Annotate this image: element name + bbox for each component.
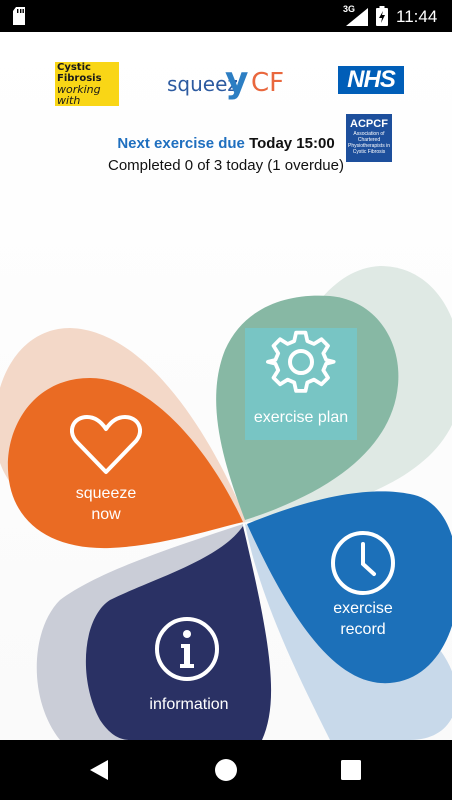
exercise-record-label-line2: record (340, 621, 386, 638)
squeeze-now-button[interactable]: squeeze now (56, 483, 156, 525)
heart-icon (70, 415, 142, 474)
battery-icon (376, 6, 388, 26)
network-type-label: 3G (343, 4, 356, 14)
sd-card-icon (13, 7, 25, 25)
home-icon[interactable] (214, 758, 238, 782)
exercise-record-button[interactable]: exercise record (318, 598, 408, 640)
squeeze-now-label-line1: squeeze (75, 485, 137, 502)
cystic-fibrosis-working-with-logo: Cystic Fibrosis working with (55, 62, 119, 106)
navigation-bar (0, 740, 452, 800)
signal-icon (346, 8, 368, 26)
exercise-record-label-line1: exercise (333, 600, 393, 617)
back-icon[interactable] (88, 759, 110, 781)
squeeze-now-petal[interactable] (7, 378, 243, 549)
gear-icon (266, 330, 336, 393)
status-time: 11:44 (396, 7, 438, 26)
status-bar: 3G 11:44 (0, 0, 452, 32)
recents-icon[interactable] (341, 760, 361, 780)
acpcf-logo: ACPCF Association of Chartered Physiothe… (346, 114, 392, 162)
exercise-plan-button[interactable]: exercise plan (253, 409, 349, 426)
information-petal[interactable] (85, 526, 272, 740)
info-icon (155, 617, 219, 681)
squeezy-cf-logo: squeez y CF (167, 60, 285, 101)
squeeze-now-label-line2: now (91, 506, 121, 523)
next-exercise-time: Today 15:00 (249, 135, 335, 152)
completed-status: Completed 0 of 3 today (1 overdue) (108, 157, 344, 174)
information-button[interactable]: information (149, 696, 229, 713)
clock-icon (331, 531, 395, 595)
next-exercise-label: Next exercise due (117, 135, 245, 152)
next-exercise-due: Next exercise due Today 15:00 (0, 135, 452, 152)
exercise-record-petal[interactable] (247, 491, 452, 684)
nhs-logo: NHS (338, 66, 404, 94)
exercise-plan-focus-highlight (245, 328, 357, 440)
